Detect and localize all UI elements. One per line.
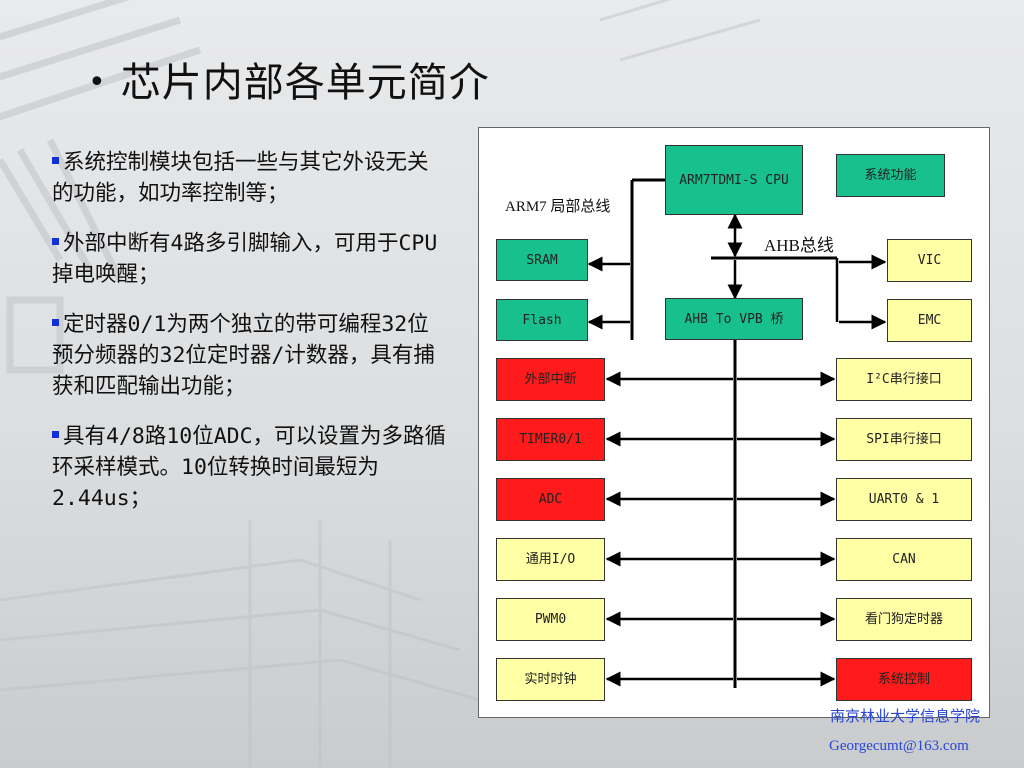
slide-title: •芯片内部各单元简介 (88, 60, 490, 106)
i2c-block: I²C串行接口 (836, 358, 972, 401)
bullet-square-icon (52, 431, 59, 438)
paragraph: 定时器0/1为两个独立的带可编程32位预分频器的32位定时器/计数器，具有捕获和… (52, 312, 435, 399)
can-block: CAN (836, 538, 972, 581)
timer-block: TIMER0/1 (496, 418, 605, 461)
bullet-square-icon (52, 157, 59, 164)
gpio-block: 通用I/O (496, 538, 605, 581)
paragraph: 系统控制模块包括一些与其它外设无关的功能，如功率控制等； (52, 150, 429, 206)
footer-school: 南京林业大学信息学院 (830, 709, 981, 725)
bus-lines (587, 178, 887, 688)
block-diagram: ARM7 局部总线 AHB总线 ARM7TDMI-S CPU 系统功能 SRAM… (478, 127, 990, 718)
system-function-block: 系统功能 (836, 154, 945, 197)
ahb-bus-label: AHB总线 (764, 236, 834, 255)
pwm-block: PWM0 (496, 598, 605, 641)
local-bus-label: ARM7 局部总线 (505, 199, 611, 215)
text-column: 系统控制模块包括一些与其它外设无关的功能，如功率控制等； 外部中断有4路多引脚输… (52, 147, 447, 533)
cpu-block: ARM7TDMI-S CPU (665, 145, 803, 215)
bullet-square-icon (52, 238, 59, 245)
emc-block: EMC (887, 299, 972, 342)
watchdog-block: 看门狗定时器 (836, 598, 972, 641)
vic-block: VIC (887, 239, 972, 282)
bullet-square-icon (52, 319, 59, 326)
spi-block: SPI串行接口 (836, 418, 972, 461)
ahb-vpb-bridge-block: AHB To VPB 桥 (665, 298, 803, 340)
adc-block: ADC (496, 478, 605, 521)
bullet-dot: • (88, 65, 107, 100)
sram-block: SRAM (496, 239, 588, 281)
flash-block: Flash (496, 299, 588, 341)
uart-block: UART0 & 1 (836, 478, 972, 521)
paragraph: 具有4/8路10位ADC，可以设置为多路循环采样模式。10位转换时间最短为2.4… (52, 424, 447, 511)
external-interrupt-block: 外部中断 (496, 358, 605, 401)
rtc-block: 实时时钟 (496, 658, 605, 701)
footer-email: Georgecumt@163.com (829, 738, 969, 754)
paragraph: 外部中断有4路多引脚输入，可用于CPU掉电唤醒； (52, 231, 438, 287)
system-control-block: 系统控制 (836, 658, 972, 701)
